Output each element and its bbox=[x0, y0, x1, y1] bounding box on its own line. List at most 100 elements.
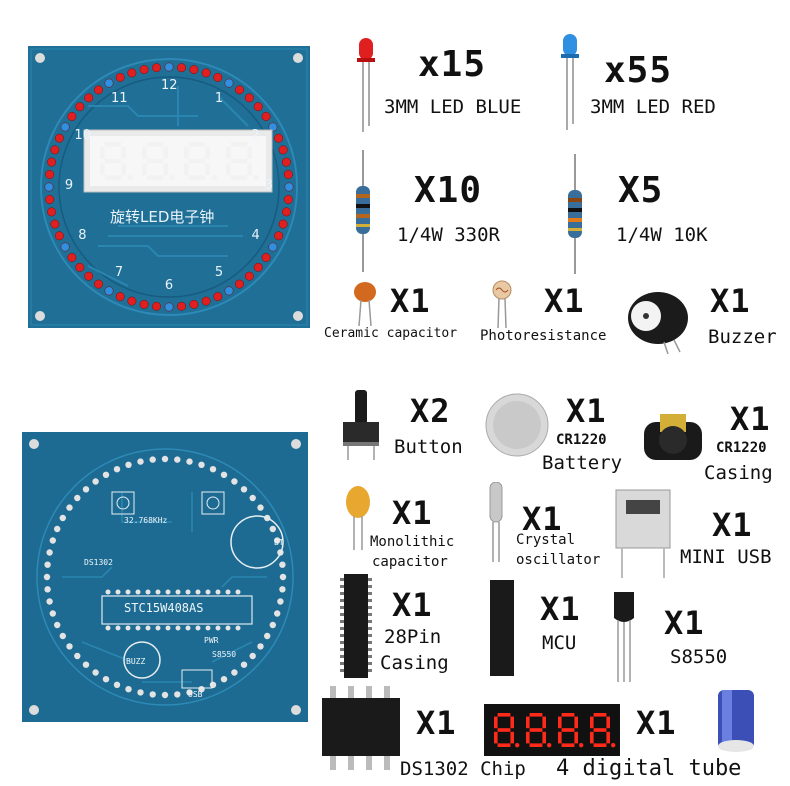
part-label-14-line2: Casing bbox=[380, 652, 449, 674]
part-label-11-line1: Monolithic bbox=[370, 534, 455, 550]
display-segment bbox=[142, 146, 147, 159]
ring-pad bbox=[240, 661, 248, 668]
ring-led bbox=[164, 62, 174, 72]
clock-number: 6 bbox=[164, 278, 174, 293]
ring-pad bbox=[277, 598, 284, 605]
part-label-2: 3MM LED RED bbox=[590, 96, 716, 118]
tube-segment bbox=[593, 713, 607, 717]
ring-led bbox=[164, 302, 174, 312]
ring-pad bbox=[279, 573, 287, 581]
clock-number: 1 bbox=[214, 91, 224, 107]
ring-led bbox=[50, 219, 60, 229]
socket-pin bbox=[368, 634, 372, 637]
digital-tube-illustration bbox=[484, 704, 620, 756]
socket-pin bbox=[340, 662, 344, 665]
part-label-13: MINI USB bbox=[680, 546, 772, 568]
part-qty-12: X1 bbox=[522, 500, 563, 538]
ring-pad bbox=[137, 458, 144, 465]
pcb-chinese-label: 旋转LED电子钟 bbox=[110, 208, 215, 226]
tube-segment-dp bbox=[579, 743, 584, 748]
tube-segment bbox=[494, 716, 498, 729]
ring-pad bbox=[54, 525, 61, 533]
tube-segment bbox=[497, 743, 511, 747]
socket-pin bbox=[368, 662, 372, 665]
socket-pin bbox=[368, 592, 372, 595]
display-segment-dp bbox=[169, 174, 175, 181]
transistor-illustration bbox=[614, 592, 634, 682]
ring-pad bbox=[149, 691, 156, 698]
ring-led bbox=[94, 85, 103, 95]
tube-segment bbox=[529, 743, 543, 747]
ring-led bbox=[268, 122, 278, 132]
ring-pad bbox=[269, 621, 276, 629]
ring-led bbox=[253, 102, 263, 112]
ring-pad bbox=[137, 689, 144, 696]
ring-pad bbox=[49, 610, 56, 617]
ring-led bbox=[139, 65, 149, 75]
display-segment bbox=[104, 175, 122, 180]
part-label-17: DS1302 Chip bbox=[400, 758, 526, 780]
pcb-back-graphic bbox=[22, 432, 308, 722]
ring-led bbox=[244, 93, 254, 103]
tube-segment bbox=[510, 716, 514, 729]
ring-pad bbox=[186, 689, 193, 696]
part-label-10-top: CR1220 bbox=[716, 440, 767, 456]
part-label-9: Battery bbox=[542, 452, 623, 474]
ring-pad bbox=[92, 478, 99, 485]
part-label-6: Photoresistance bbox=[480, 328, 607, 344]
tube-segment bbox=[497, 713, 511, 717]
ring-pad bbox=[279, 586, 286, 593]
ring-led bbox=[115, 292, 125, 302]
ring-pad bbox=[54, 621, 61, 629]
part-label-18: 4 digital tube bbox=[556, 756, 742, 781]
ring-pad bbox=[46, 549, 53, 556]
ring-led bbox=[60, 122, 70, 132]
ring-led bbox=[115, 72, 125, 82]
display-segment bbox=[100, 163, 105, 176]
display-segment-dp bbox=[211, 174, 217, 181]
ring-pad bbox=[92, 669, 99, 676]
display-segment-dp bbox=[253, 174, 259, 181]
part-qty-14: X1 bbox=[392, 586, 433, 624]
pcb-rtc-label: DS1302 bbox=[84, 558, 113, 567]
ring-led bbox=[261, 253, 271, 262]
display-segment bbox=[247, 146, 252, 159]
photoresistor-illustration bbox=[492, 280, 512, 328]
pcb-buzzer-label: BUZZ bbox=[126, 657, 146, 666]
ring-pad bbox=[240, 486, 248, 493]
ring-led bbox=[152, 301, 161, 311]
display-segment bbox=[247, 163, 252, 176]
part-qty-10: X1 bbox=[730, 400, 771, 438]
part-label-12-line1: Crystal bbox=[516, 532, 576, 548]
socket-pin bbox=[368, 599, 372, 602]
display-segment bbox=[230, 158, 248, 164]
ring-pad bbox=[59, 514, 66, 522]
ring-led bbox=[60, 242, 70, 252]
part-qty-18: X1 bbox=[636, 704, 677, 742]
ring-led bbox=[44, 182, 54, 192]
ring-led bbox=[47, 157, 57, 167]
part-qty-7: X1 bbox=[710, 282, 751, 320]
ring-led bbox=[189, 65, 199, 75]
socket-pin bbox=[340, 606, 344, 609]
ring-pad bbox=[44, 561, 51, 568]
buzzer-illustration bbox=[628, 292, 688, 354]
display-segment bbox=[230, 142, 248, 147]
socket-pin bbox=[368, 620, 372, 623]
ring-led bbox=[213, 72, 223, 82]
display-segment bbox=[146, 142, 164, 147]
part-qty-8: X2 bbox=[410, 392, 451, 430]
socket-pin bbox=[340, 578, 344, 581]
display-segment bbox=[146, 158, 164, 164]
socket-pin bbox=[368, 613, 372, 616]
battery-illustration bbox=[485, 393, 549, 457]
tube-segment bbox=[590, 731, 594, 744]
ring-pad bbox=[59, 632, 66, 640]
ring-led bbox=[201, 296, 211, 306]
ring-led bbox=[177, 63, 186, 73]
clock-number: 12 bbox=[161, 78, 178, 93]
tube-segment bbox=[574, 716, 578, 729]
part-label-3: 1/4W 330R bbox=[397, 224, 500, 246]
ring-pad bbox=[82, 486, 90, 493]
